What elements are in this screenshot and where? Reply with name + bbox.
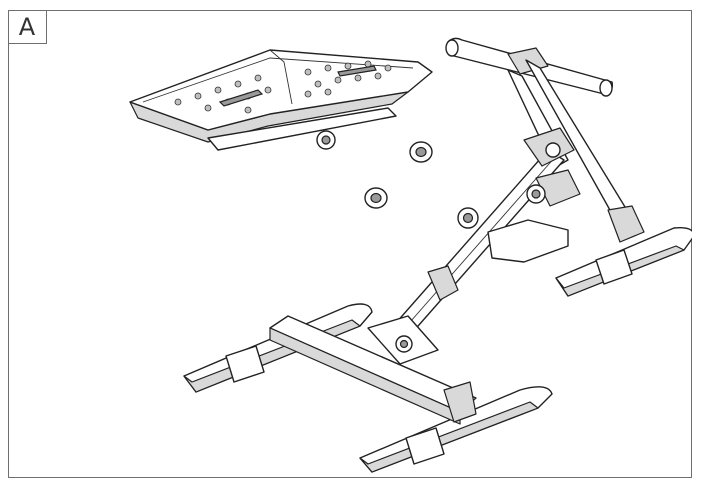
- leg-frame: [387, 59, 645, 343]
- seat-board: [129, 49, 433, 151]
- rear-ski: [555, 226, 692, 297]
- handlebar: [445, 37, 614, 97]
- front-skis: [183, 303, 553, 473]
- loose-nuts: [364, 141, 479, 229]
- assembly-drawing: [129, 37, 692, 473]
- panel-label: A: [8, 10, 47, 44]
